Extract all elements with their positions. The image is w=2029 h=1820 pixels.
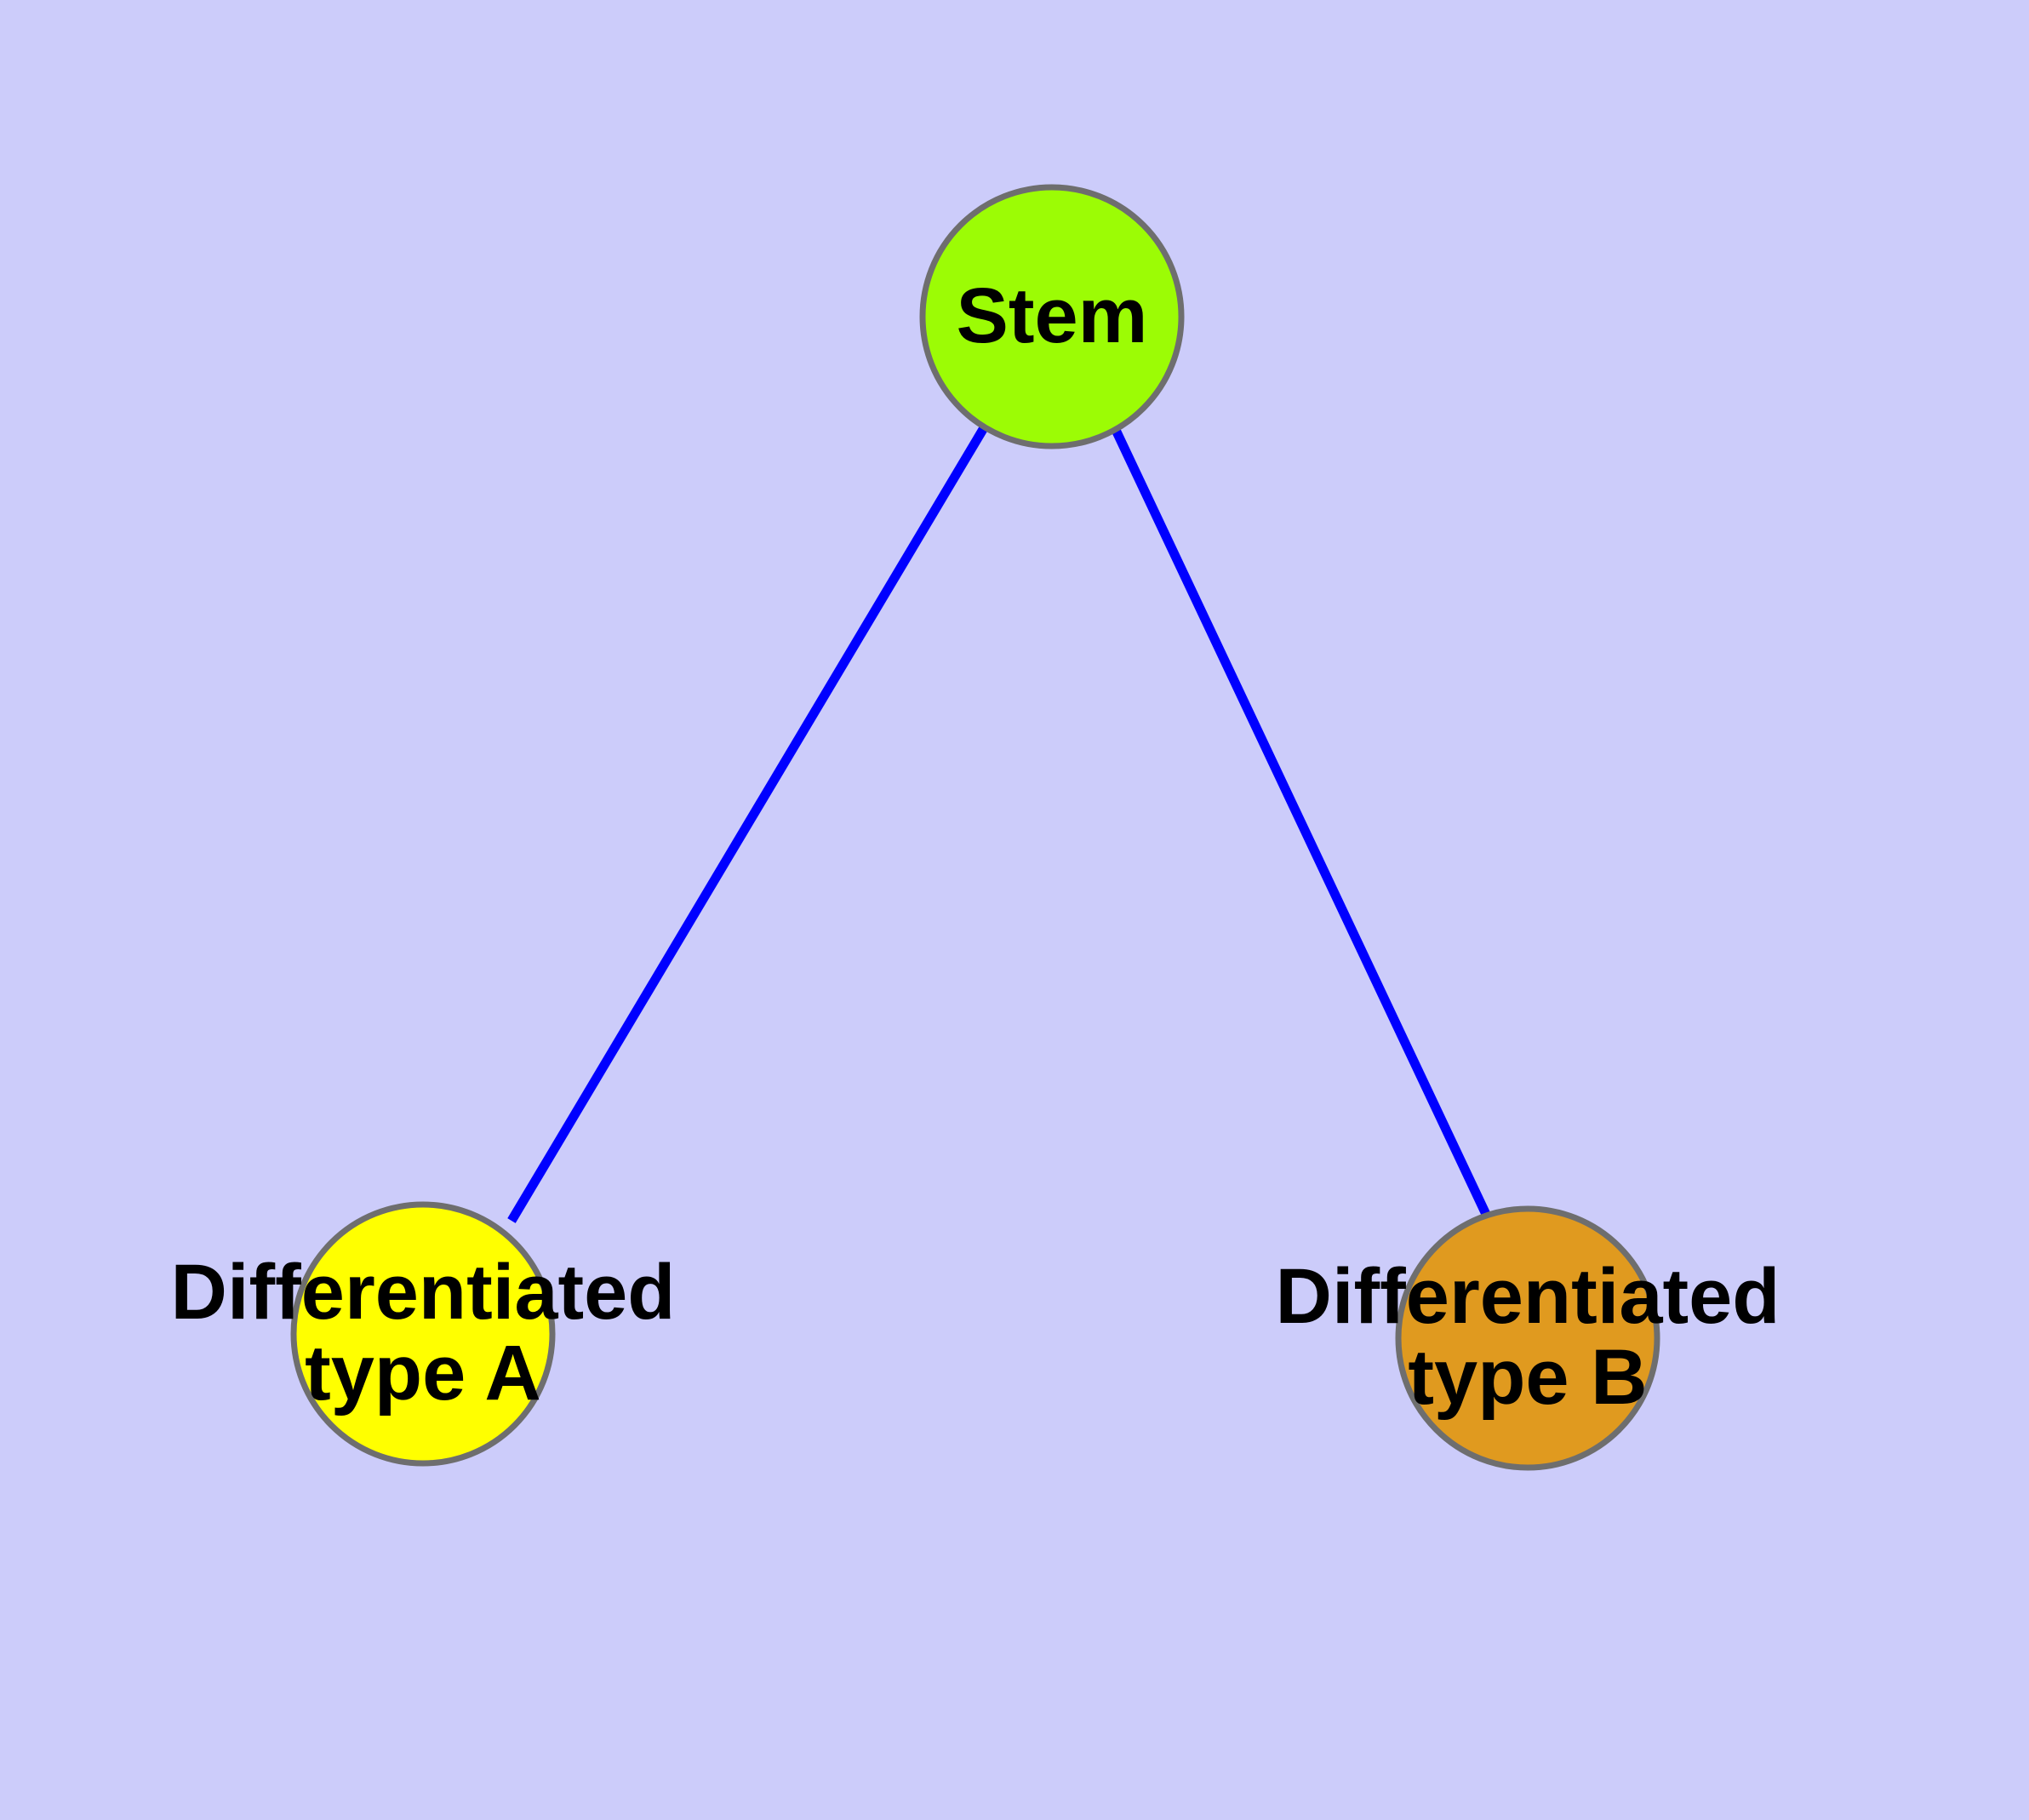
label-line: Stem xyxy=(957,272,1148,359)
label-line: Differentiated xyxy=(1276,1253,1780,1340)
edges-layer xyxy=(507,424,1495,1226)
graph-node-stem[interactable] xyxy=(919,184,1185,449)
graph-edge xyxy=(507,424,989,1223)
nodes-layer xyxy=(290,184,1660,1471)
graph-node-label-stem: Stem xyxy=(957,272,1148,359)
graph-node-diff-b[interactable] xyxy=(1395,1205,1660,1471)
label-line: type A xyxy=(305,1330,541,1417)
graph-node-diff-a[interactable] xyxy=(290,1201,556,1467)
label-line: type B xyxy=(1408,1334,1647,1421)
label-line: Differentiated xyxy=(171,1249,676,1336)
graph-edge xyxy=(1111,426,1495,1226)
